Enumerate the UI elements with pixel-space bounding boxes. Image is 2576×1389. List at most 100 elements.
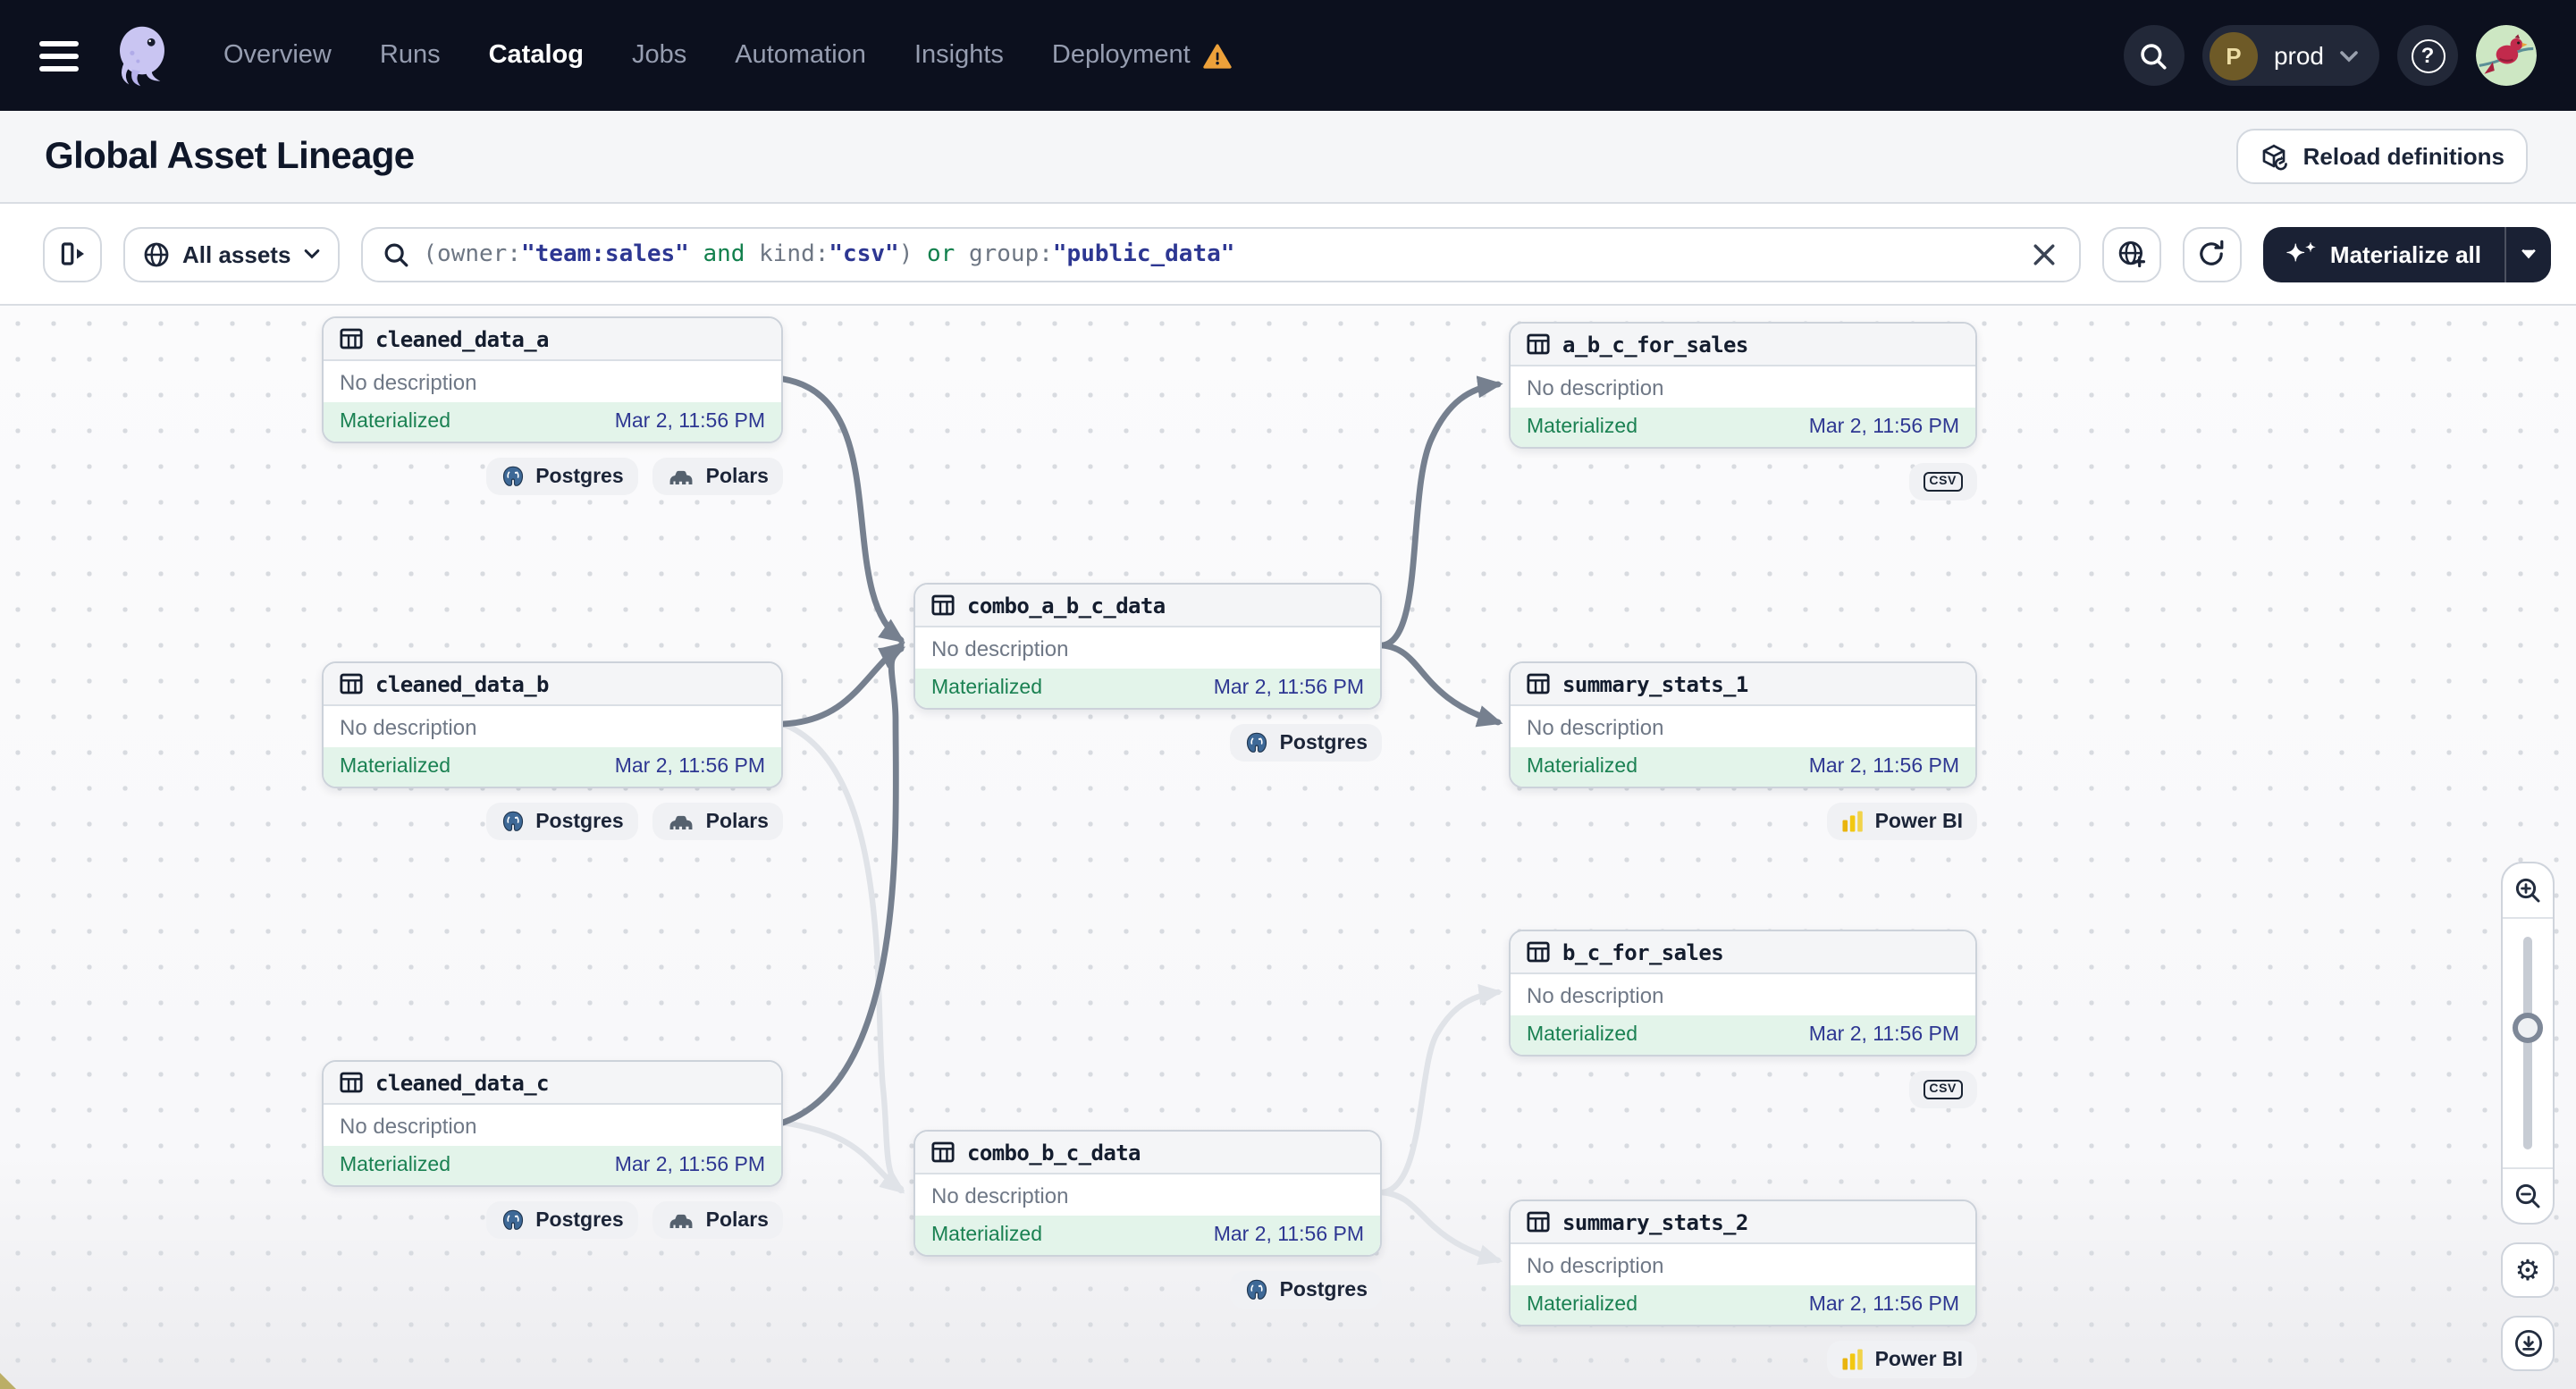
kind-tag-postgres[interactable]: Postgres bbox=[1229, 724, 1382, 762]
kind-tag-label: Power BI bbox=[1874, 1349, 1963, 1370]
view-full-graph-button[interactable] bbox=[2101, 226, 2161, 282]
csv-icon: CSV bbox=[1923, 1079, 1963, 1100]
kind-tag-postgres[interactable]: Postgres bbox=[485, 1201, 638, 1239]
materialization-timestamp[interactable]: Mar 2, 11:56 PM bbox=[1213, 678, 1364, 699]
query-token bbox=[913, 240, 927, 267]
kind-tag-csv[interactable]: CSV bbox=[1908, 1071, 1977, 1108]
clear-search-button[interactable] bbox=[2028, 239, 2058, 269]
chevron-down-icon bbox=[2340, 50, 2358, 62]
open-left-panel-button[interactable] bbox=[43, 226, 102, 282]
asset-node-header[interactable]: cleaned_data_b bbox=[324, 663, 781, 706]
zoom-slider-track bbox=[2523, 937, 2532, 1149]
materialization-timestamp[interactable]: Mar 2, 11:56 PM bbox=[614, 1155, 765, 1176]
materialize-options-button[interactable] bbox=[2504, 226, 2551, 282]
download-icon bbox=[2513, 1329, 2542, 1358]
polars-icon bbox=[667, 1209, 695, 1231]
asset-name: combo_b_c_data bbox=[967, 1140, 1141, 1165]
page-title: Global Asset Lineage bbox=[45, 135, 415, 176]
nav-item-deployment[interactable]: Deployment bbox=[1052, 41, 1232, 70]
dagster-logo[interactable] bbox=[109, 22, 175, 88]
nav-item-jobs[interactable]: Jobs bbox=[631, 41, 687, 70]
query-token: (owner: bbox=[423, 240, 521, 267]
asset-node-header[interactable]: summary_stats_1 bbox=[1511, 663, 1975, 706]
nav-item-insights[interactable]: Insights bbox=[913, 41, 1004, 70]
graph-settings-button[interactable]: ⚙ bbox=[2501, 1242, 2555, 1298]
nav-item-catalog[interactable]: Catalog bbox=[488, 41, 584, 70]
asset-node-header[interactable]: cleaned_data_c bbox=[324, 1062, 781, 1105]
asset-node-header[interactable]: combo_b_c_data bbox=[915, 1132, 1380, 1174]
query-token: kind: bbox=[759, 240, 829, 267]
asset-node-header[interactable]: cleaned_data_a bbox=[324, 318, 781, 361]
kind-tag-postgres[interactable]: Postgres bbox=[1229, 1271, 1382, 1309]
asset-kind-tags: Power BI bbox=[1509, 1341, 1977, 1378]
help-button[interactable]: ? bbox=[2397, 25, 2458, 86]
asset-node-header[interactable]: a_b_c_for_sales bbox=[1511, 324, 1975, 366]
kind-tag-postgres[interactable]: Postgres bbox=[485, 803, 638, 840]
materialization-timestamp[interactable]: Mar 2, 11:56 PM bbox=[1808, 417, 1959, 438]
asset-description: No description bbox=[340, 1113, 477, 1138]
asset-description: No description bbox=[1527, 375, 1664, 400]
asset-scope-dropdown[interactable]: All assets bbox=[123, 226, 340, 282]
kind-tag-polars[interactable]: Polars bbox=[652, 803, 783, 840]
asset-kind-tags: Postgres Polars bbox=[322, 1201, 783, 1239]
zoom-out-button[interactable] bbox=[2503, 1167, 2553, 1223]
zoom-out-icon bbox=[2515, 1183, 2540, 1208]
materialization-timestamp[interactable]: Mar 2, 11:56 PM bbox=[1808, 756, 1959, 778]
kind-tag-polars[interactable]: Polars bbox=[652, 1201, 783, 1239]
nav-item-runs[interactable]: Runs bbox=[379, 41, 441, 70]
zoom-in-button[interactable] bbox=[2503, 863, 2553, 919]
nav-item-automation[interactable]: Automation bbox=[735, 41, 866, 70]
postgres-icon bbox=[500, 1208, 525, 1233]
table-icon bbox=[931, 1141, 955, 1164]
kind-tag-polars[interactable]: Polars bbox=[652, 458, 783, 495]
materialization-timestamp[interactable]: Mar 2, 11:56 PM bbox=[1808, 1294, 1959, 1316]
zoom-slider[interactable] bbox=[2503, 919, 2553, 1167]
kind-tag-csv[interactable]: CSV bbox=[1908, 463, 1977, 501]
asset-kind-tags: CSV bbox=[1509, 463, 1977, 501]
materialization-timestamp[interactable]: Mar 2, 11:56 PM bbox=[614, 756, 765, 778]
kind-tag-postgres[interactable]: Postgres bbox=[485, 458, 638, 495]
kind-tag-label: Postgres bbox=[535, 811, 624, 832]
warning-triangle-icon bbox=[1202, 42, 1232, 69]
materialization-timestamp[interactable]: Mar 2, 11:56 PM bbox=[1213, 1225, 1364, 1246]
nav-items: Overview Runs Catalog Jobs Automation Insight… bbox=[223, 41, 1232, 70]
asset-node-header[interactable]: summary_stats_2 bbox=[1511, 1201, 1975, 1244]
reload-definitions-button[interactable]: Reload definitions bbox=[2236, 129, 2528, 184]
menu-icon[interactable] bbox=[39, 40, 79, 71]
asset-name: cleaned_data_b bbox=[375, 671, 550, 696]
global-search-button[interactable] bbox=[2123, 25, 2185, 86]
asset-description: No description bbox=[931, 1183, 1069, 1208]
materialize-all-button[interactable]: ✦✦ Materialize all bbox=[2262, 226, 2504, 282]
download-graph-button[interactable] bbox=[2501, 1316, 2555, 1371]
kind-tag-label: Polars bbox=[705, 811, 769, 832]
table-icon bbox=[1527, 672, 1550, 695]
kind-tag-powerbi[interactable]: Power BI bbox=[1826, 803, 1977, 840]
materialization-timestamp[interactable]: Mar 2, 11:56 PM bbox=[614, 411, 765, 433]
deployment-switcher[interactable]: P prod bbox=[2201, 25, 2379, 86]
user-avatar[interactable] bbox=[2476, 25, 2537, 86]
postgres-icon bbox=[1244, 730, 1269, 755]
asset-description: No description bbox=[1527, 714, 1664, 739]
materialization-timestamp[interactable]: Mar 2, 11:56 PM bbox=[1808, 1024, 1959, 1046]
asset-search-input[interactable]: (owner:"team:sales" and kind:"csv") or g… bbox=[360, 226, 2081, 282]
asset-node-header[interactable]: combo_a_b_c_data bbox=[915, 585, 1380, 627]
kind-tag-powerbi[interactable]: Power BI bbox=[1826, 1341, 1977, 1378]
refresh-button[interactable] bbox=[2182, 226, 2242, 282]
zoom-slider-handle[interactable] bbox=[2513, 1013, 2543, 1043]
nav-item-overview[interactable]: Overview bbox=[223, 41, 332, 70]
asset-node-header[interactable]: b_c_for_sales bbox=[1511, 931, 1975, 974]
